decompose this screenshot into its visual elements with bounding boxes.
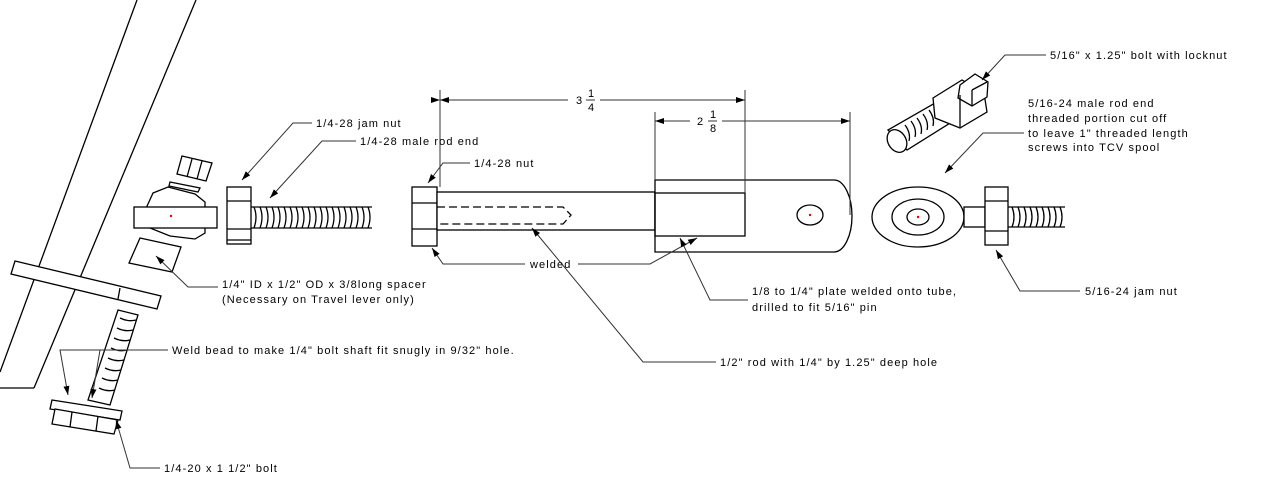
jam-nut-five-sixteenths <box>984 186 1009 246</box>
label-welded: welded <box>529 259 571 271</box>
welded-plate <box>654 179 853 253</box>
label-jam-nut-quarter: 1/4-28 jam nut <box>316 118 402 130</box>
label-rod-end-516-1: 5/16-24 male rod end <box>1028 98 1155 110</box>
lever-plate <box>10 260 162 310</box>
dim-overall-num: 1 <box>588 88 594 100</box>
dimension-plate: 2 1 8 <box>654 109 851 215</box>
rod-end-five-sixteenths <box>871 186 986 248</box>
label-male-rod-end-quarter: 1/4-28 male rod end <box>360 136 479 148</box>
label-rod-end-516-2: threaded portion cut off <box>1028 113 1167 125</box>
dimension-overall: 3 1 4 <box>431 88 746 193</box>
travel-lever <box>0 0 197 389</box>
leader-lines <box>59 54 1080 469</box>
dim-plate-num: 1 <box>710 109 716 121</box>
label-rod: 1/2" rod with 1/4" by 1.25" deep hole <box>720 357 938 369</box>
label-spacer-2: (Necessary on Travel lever only) <box>222 294 415 306</box>
dim-overall-den: 4 <box>588 102 594 114</box>
dim-plate-den: 8 <box>710 123 716 135</box>
label-nut-quarter: 1/4-28 nut <box>474 158 535 170</box>
label-rod-end-516-3: to leave 1" threaded length <box>1028 128 1189 140</box>
label-plate-2: drilled to fit 5/16" pin <box>752 302 878 314</box>
half-inch-rod <box>436 191 656 231</box>
threaded-shaft-quarter-inch <box>251 206 372 229</box>
label-jam-nut-516: 5/16-24 jam nut <box>1085 286 1178 298</box>
label-weld-bead: Weld bead to make 1/4" bolt shaft fit sn… <box>172 345 515 357</box>
dim-overall-whole: 3 <box>576 95 582 107</box>
bolt-quarter-inch <box>49 309 139 435</box>
rod-end-quarter-inch <box>128 155 218 273</box>
label-bolt-quarter: 1/4-20 x 1 1/2" bolt <box>164 463 278 475</box>
nut-quarter-inch <box>411 186 438 247</box>
jam-nut-quarter-inch <box>226 186 252 245</box>
label-rod-end-516-4: screws into TCV spool <box>1028 142 1160 154</box>
bolt-five-sixteenths <box>886 73 989 153</box>
label-plate-1: 1/8 to 1/4" plate welded onto tube, <box>752 286 957 298</box>
label-bolt-516: 5/16" x 1.25" bolt with locknut <box>1050 50 1228 62</box>
label-spacer-1: 1/4" ID x 1/2" OD x 3/8long spacer <box>222 279 427 291</box>
dim-plate-whole: 2 <box>697 116 703 128</box>
threaded-shaft-five-sixteenths <box>1008 206 1065 228</box>
